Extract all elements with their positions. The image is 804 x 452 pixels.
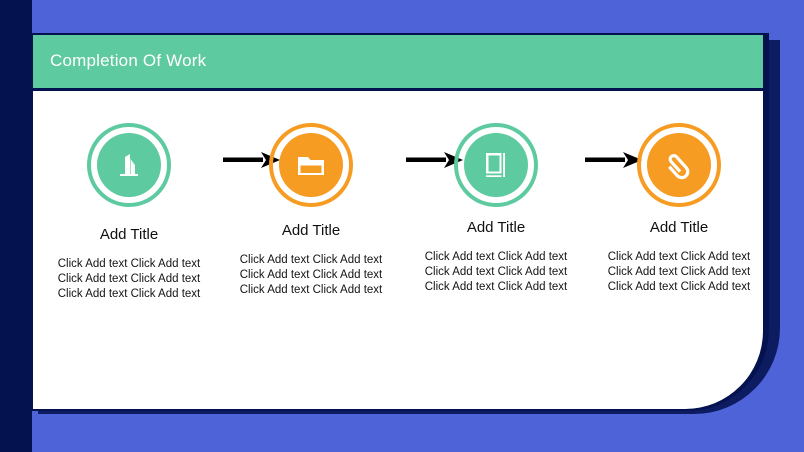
step-icon-badge <box>269 123 353 207</box>
step-body-text: Click Add text Click Add text Click Add … <box>57 257 201 300</box>
icon-ring <box>637 123 721 207</box>
header-divider <box>33 88 763 91</box>
arrow-right-icon <box>585 149 643 171</box>
step-title: Add Title <box>649 219 709 236</box>
step-body-text: Click Add text Click Add text Click Add … <box>424 250 568 293</box>
card-header-bar: Completion Of Work <box>33 35 763 88</box>
process-step[interactable]: Add Title Click Add text Click Add text … <box>408 91 584 295</box>
folder-icon <box>279 133 343 197</box>
icon-ring <box>87 123 171 207</box>
step-icon-badge <box>637 123 721 207</box>
left-accent-band <box>0 0 32 452</box>
step-icon-badge <box>454 123 538 207</box>
icon-ring <box>269 123 353 207</box>
process-steps-row: Add Title Click Add text Click Add text … <box>33 91 763 409</box>
building-icon <box>97 133 161 197</box>
step-title: Add Title <box>99 226 159 243</box>
step-body-text: Click Add text Click Add text Click Add … <box>607 250 751 293</box>
icon-disc <box>647 133 711 197</box>
page-title: Completion Of Work <box>50 51 207 70</box>
paperclip-icon <box>647 133 711 197</box>
process-step[interactable]: Add Title Click Add text Click Add text … <box>591 91 763 295</box>
book-icon <box>464 133 528 197</box>
content-card: Completion Of Work <box>33 35 763 409</box>
process-step[interactable]: Add Title Click Add text Click Add text … <box>223 91 399 298</box>
icon-ring <box>454 123 538 207</box>
arrow-right-icon <box>406 149 464 171</box>
step-title: Add Title <box>466 219 526 236</box>
step-title: Add Title <box>281 222 341 239</box>
step-body-text: Click Add text Click Add text Click Add … <box>239 253 383 296</box>
card-body: Add Title Click Add text Click Add text … <box>33 91 763 409</box>
process-step[interactable]: Add Title Click Add text Click Add text … <box>41 91 217 302</box>
step-icon-badge <box>87 123 171 207</box>
